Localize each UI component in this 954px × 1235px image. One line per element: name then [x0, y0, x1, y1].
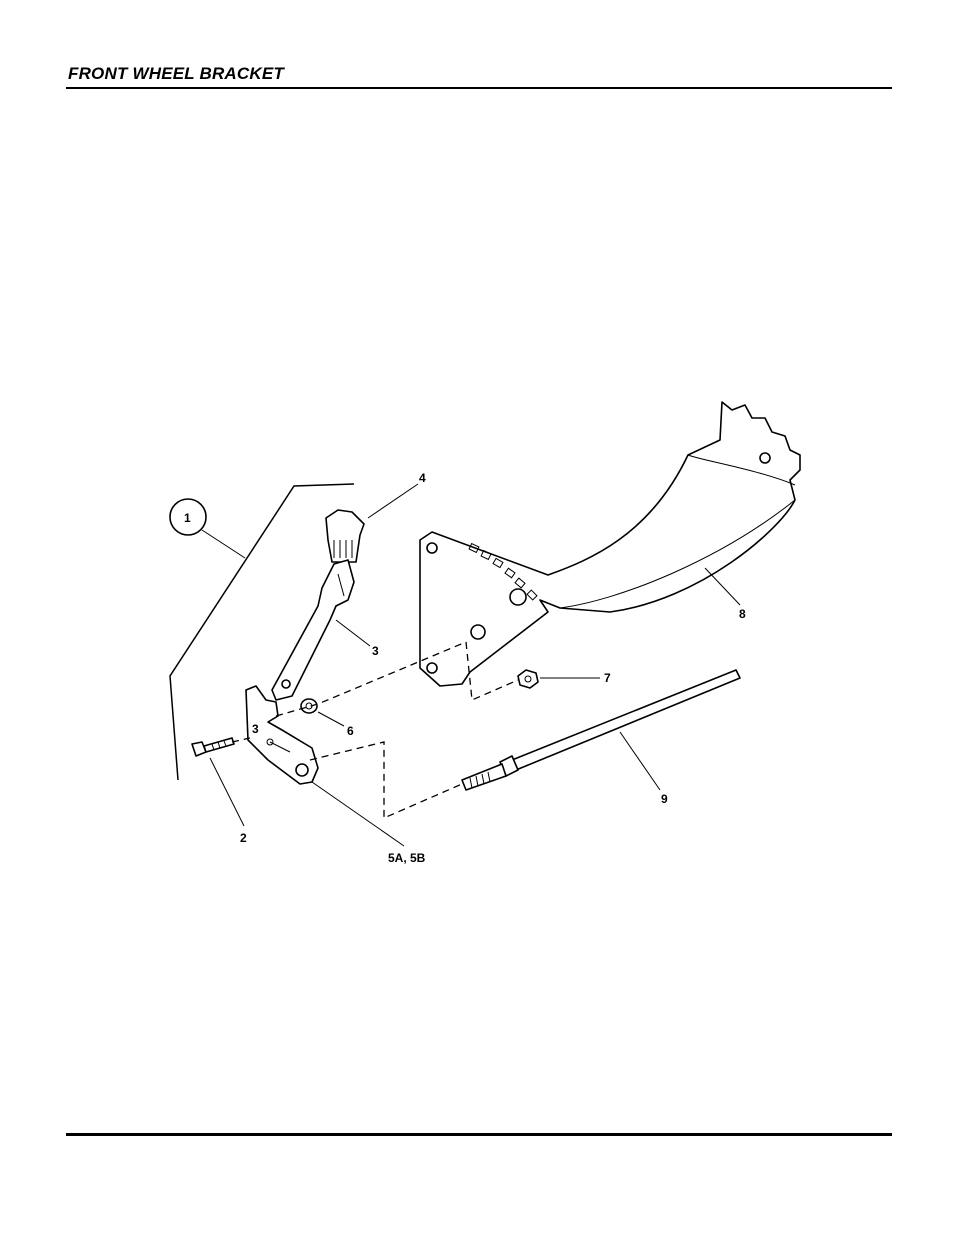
callout-label-4: 4	[419, 471, 426, 485]
nut-part	[518, 670, 538, 688]
leader-6	[318, 712, 344, 726]
callout-label-3b: 3	[252, 722, 259, 736]
callout-label-2: 2	[240, 831, 247, 845]
callout-label-3a: 3	[372, 644, 379, 658]
callout-label-8: 8	[739, 607, 746, 621]
callout-label-5: 5A, 5B	[388, 851, 426, 865]
rod-part	[462, 670, 740, 790]
handle-lever-part	[272, 560, 354, 700]
leader-5	[312, 782, 404, 846]
leader-1	[202, 530, 245, 558]
leader-4	[368, 484, 418, 518]
washer-part	[301, 699, 317, 713]
callout-label-9: 9	[661, 792, 668, 806]
knob-part	[326, 510, 364, 562]
callout-label-1: 1	[184, 511, 191, 525]
callout-label-7: 7	[604, 671, 611, 685]
leader-2	[210, 758, 244, 826]
assembly-line-rod	[310, 742, 462, 818]
leader-9	[620, 732, 660, 790]
callout-label-6: 6	[347, 724, 354, 738]
wheel-bracket-part	[420, 402, 800, 686]
footer-rule	[66, 1133, 892, 1136]
leader-3a	[336, 620, 370, 646]
leader-8	[705, 568, 740, 605]
bolt-part	[192, 738, 234, 756]
